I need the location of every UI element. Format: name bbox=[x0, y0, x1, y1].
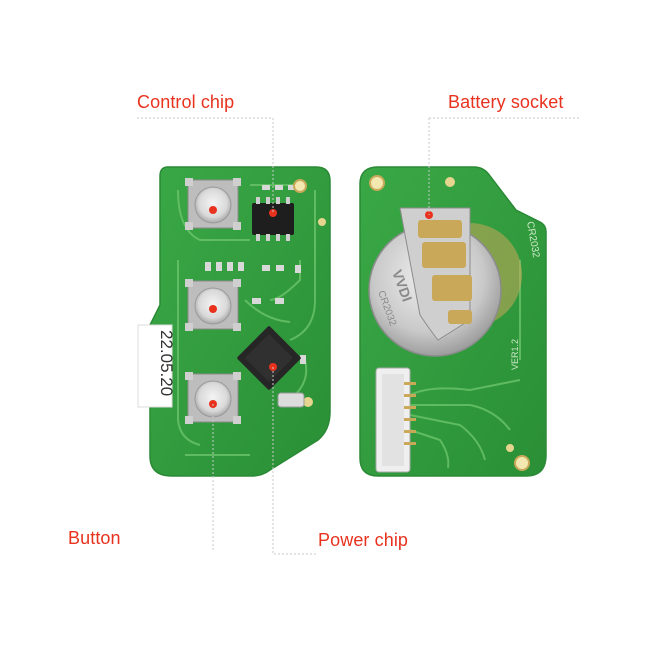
right-pcb-board: CR2032 VER1.2 VVDI CR2032 bbox=[359, 166, 547, 477]
button-3 bbox=[185, 372, 241, 424]
left-pcb-board: 22.05.20 bbox=[137, 166, 331, 477]
control-chip bbox=[252, 197, 294, 241]
power-chip bbox=[237, 326, 301, 390]
control-chip-label: Control chip bbox=[137, 92, 235, 112]
button-1 bbox=[185, 178, 241, 230]
battery-socket-label: Battery socket bbox=[448, 92, 564, 112]
power-chip-label: Power chip bbox=[318, 530, 409, 550]
battery-socket: VVDI CR2032 bbox=[368, 207, 522, 357]
board-connector bbox=[375, 367, 416, 473]
button-label: Button bbox=[68, 528, 121, 548]
date-sticker: 22.05.20 bbox=[137, 324, 176, 408]
date-sticker-text: 22.05.20 bbox=[157, 330, 176, 396]
pcb-version-text: VER1.2 bbox=[510, 339, 520, 370]
button-2 bbox=[185, 279, 241, 331]
callout-lines bbox=[137, 117, 580, 555]
